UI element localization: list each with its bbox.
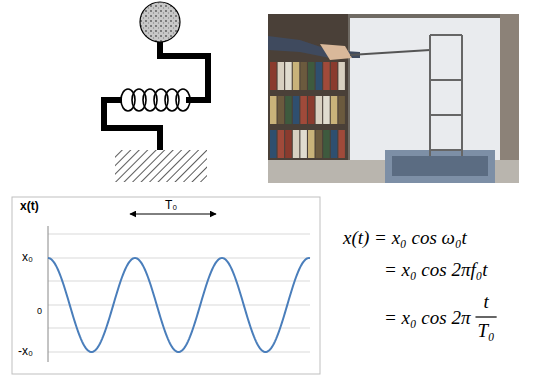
axis-label: -x₀ [18,345,33,357]
equation-text: = x₀ cos 2π [384,308,470,327]
y-axis [48,226,49,362]
axis-label: x(t) [20,200,39,212]
axis-label: x₀ [22,251,33,263]
graph [12,197,320,374]
axis-label: T₀ [165,199,177,211]
gridlines [48,234,310,352]
lower-wire [104,100,160,150]
equation-text: t [483,292,488,311]
equation-text: T₀ [477,321,494,340]
spring-mass [104,2,208,182]
ground [115,150,207,182]
photo [268,14,519,183]
equation-text: x(t) = x₀ cos ω₀t [343,228,467,247]
cosine-curve [48,258,310,352]
axis-label: 0 [37,307,42,316]
period-arrow [130,214,216,215]
mass-ball [140,2,180,42]
equation-text: = x₀ cos 2πf₀t [384,260,488,279]
fraction-bar [475,316,496,317]
spring-symbol [121,89,190,111]
